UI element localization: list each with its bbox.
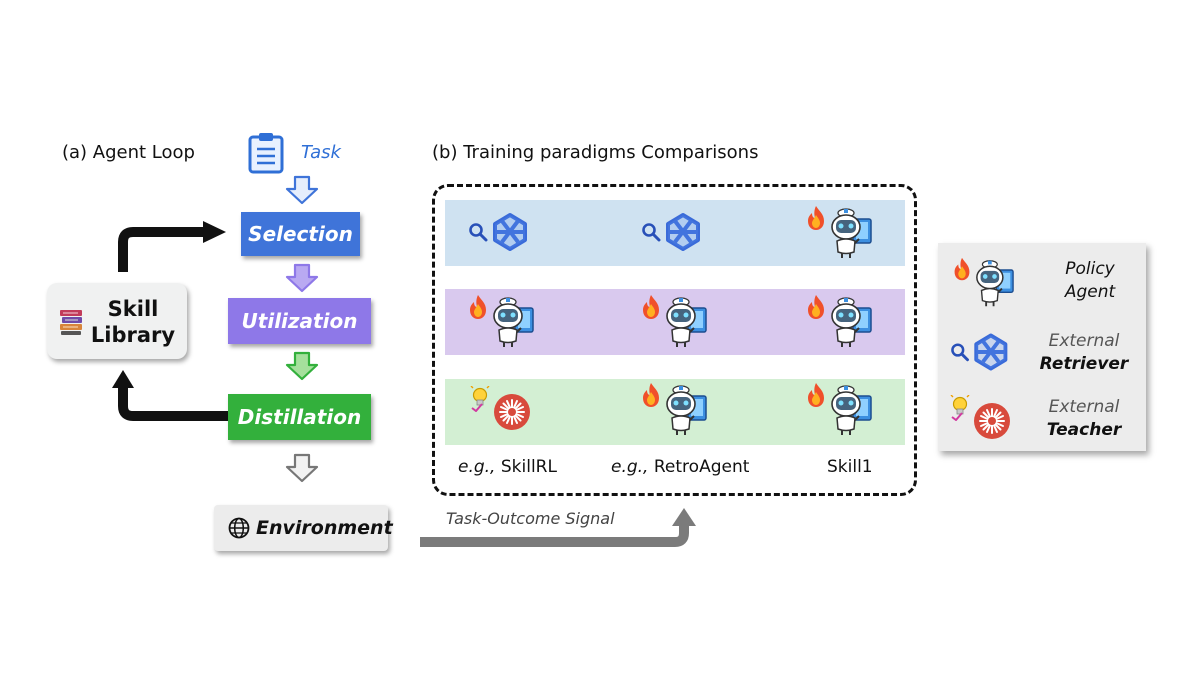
legend-policy-line2: Agent — [1064, 282, 1116, 302]
arrow-down-icon — [285, 453, 319, 483]
environment-label: Environment — [256, 517, 393, 539]
legend-teacher-line2: Teacher — [1046, 420, 1122, 440]
books-icon — [60, 310, 82, 335]
arrow-down-icon — [285, 175, 319, 205]
example-prefix: e.g., — [611, 457, 649, 477]
example-name: SkillRL — [500, 457, 557, 477]
selection-step: Selection — [241, 212, 360, 256]
legend-teacher-line1: External — [1048, 397, 1120, 417]
comparisons-heading: (b) Training paradigms Comparisons — [432, 142, 759, 163]
skill-library-line2: Library — [90, 323, 176, 347]
example-name: RetroAgent — [653, 457, 750, 477]
policy-agent-icon — [806, 205, 882, 261]
retriever-icon — [950, 330, 1020, 374]
legend-retriever-line2: Retriever — [1039, 354, 1129, 374]
clipboard-icon — [248, 133, 284, 174]
legend-retriever-line1: External — [1048, 331, 1120, 351]
globe-icon — [228, 517, 250, 539]
distillation-step: Distillation — [228, 394, 371, 440]
policy-agent-icon — [806, 382, 882, 438]
policy-agent-icon — [950, 257, 1026, 309]
agent-loop-heading: (a) Agent Loop — [62, 142, 195, 163]
legend-box — [938, 243, 1146, 451]
example-prefix: e.g., — [458, 457, 496, 477]
comparison-frame — [432, 184, 917, 496]
legend-retriever-label: External Retriever — [1034, 330, 1134, 376]
example-name: Skill1 — [827, 457, 873, 477]
retriever-icon — [468, 210, 540, 254]
example-retroagent: e.g., RetroAgent — [611, 457, 749, 477]
legend-policy-line1: Policy — [1065, 259, 1115, 279]
environment-box: Environment — [214, 505, 393, 551]
legend-policy-label: Policy Agent — [1050, 258, 1130, 304]
example-skillrl: e.g., SkillRL — [458, 457, 557, 477]
skill-library-line1: Skill — [107, 297, 159, 321]
policy-agent-icon — [641, 382, 717, 438]
arrow-down-icon — [285, 263, 319, 293]
signal-label: Task-Outcome Signal — [446, 509, 615, 528]
policy-agent-icon — [806, 294, 882, 350]
policy-agent-icon — [468, 294, 544, 350]
arrow-down-icon — [285, 351, 319, 381]
teacher-icon — [470, 384, 540, 434]
example-skill1: Skill1 — [827, 457, 873, 477]
utilization-step: Utilization — [228, 298, 371, 344]
legend-teacher-label: External Teacher — [1034, 396, 1134, 442]
policy-agent-icon — [641, 294, 717, 350]
teacher-icon — [950, 393, 1020, 443]
signal-arrow — [420, 508, 696, 547]
skill-library-label: Skill Library — [88, 296, 178, 348]
loop-arrows — [112, 221, 228, 421]
retriever-icon — [641, 210, 713, 254]
task-label: Task — [301, 142, 341, 163]
